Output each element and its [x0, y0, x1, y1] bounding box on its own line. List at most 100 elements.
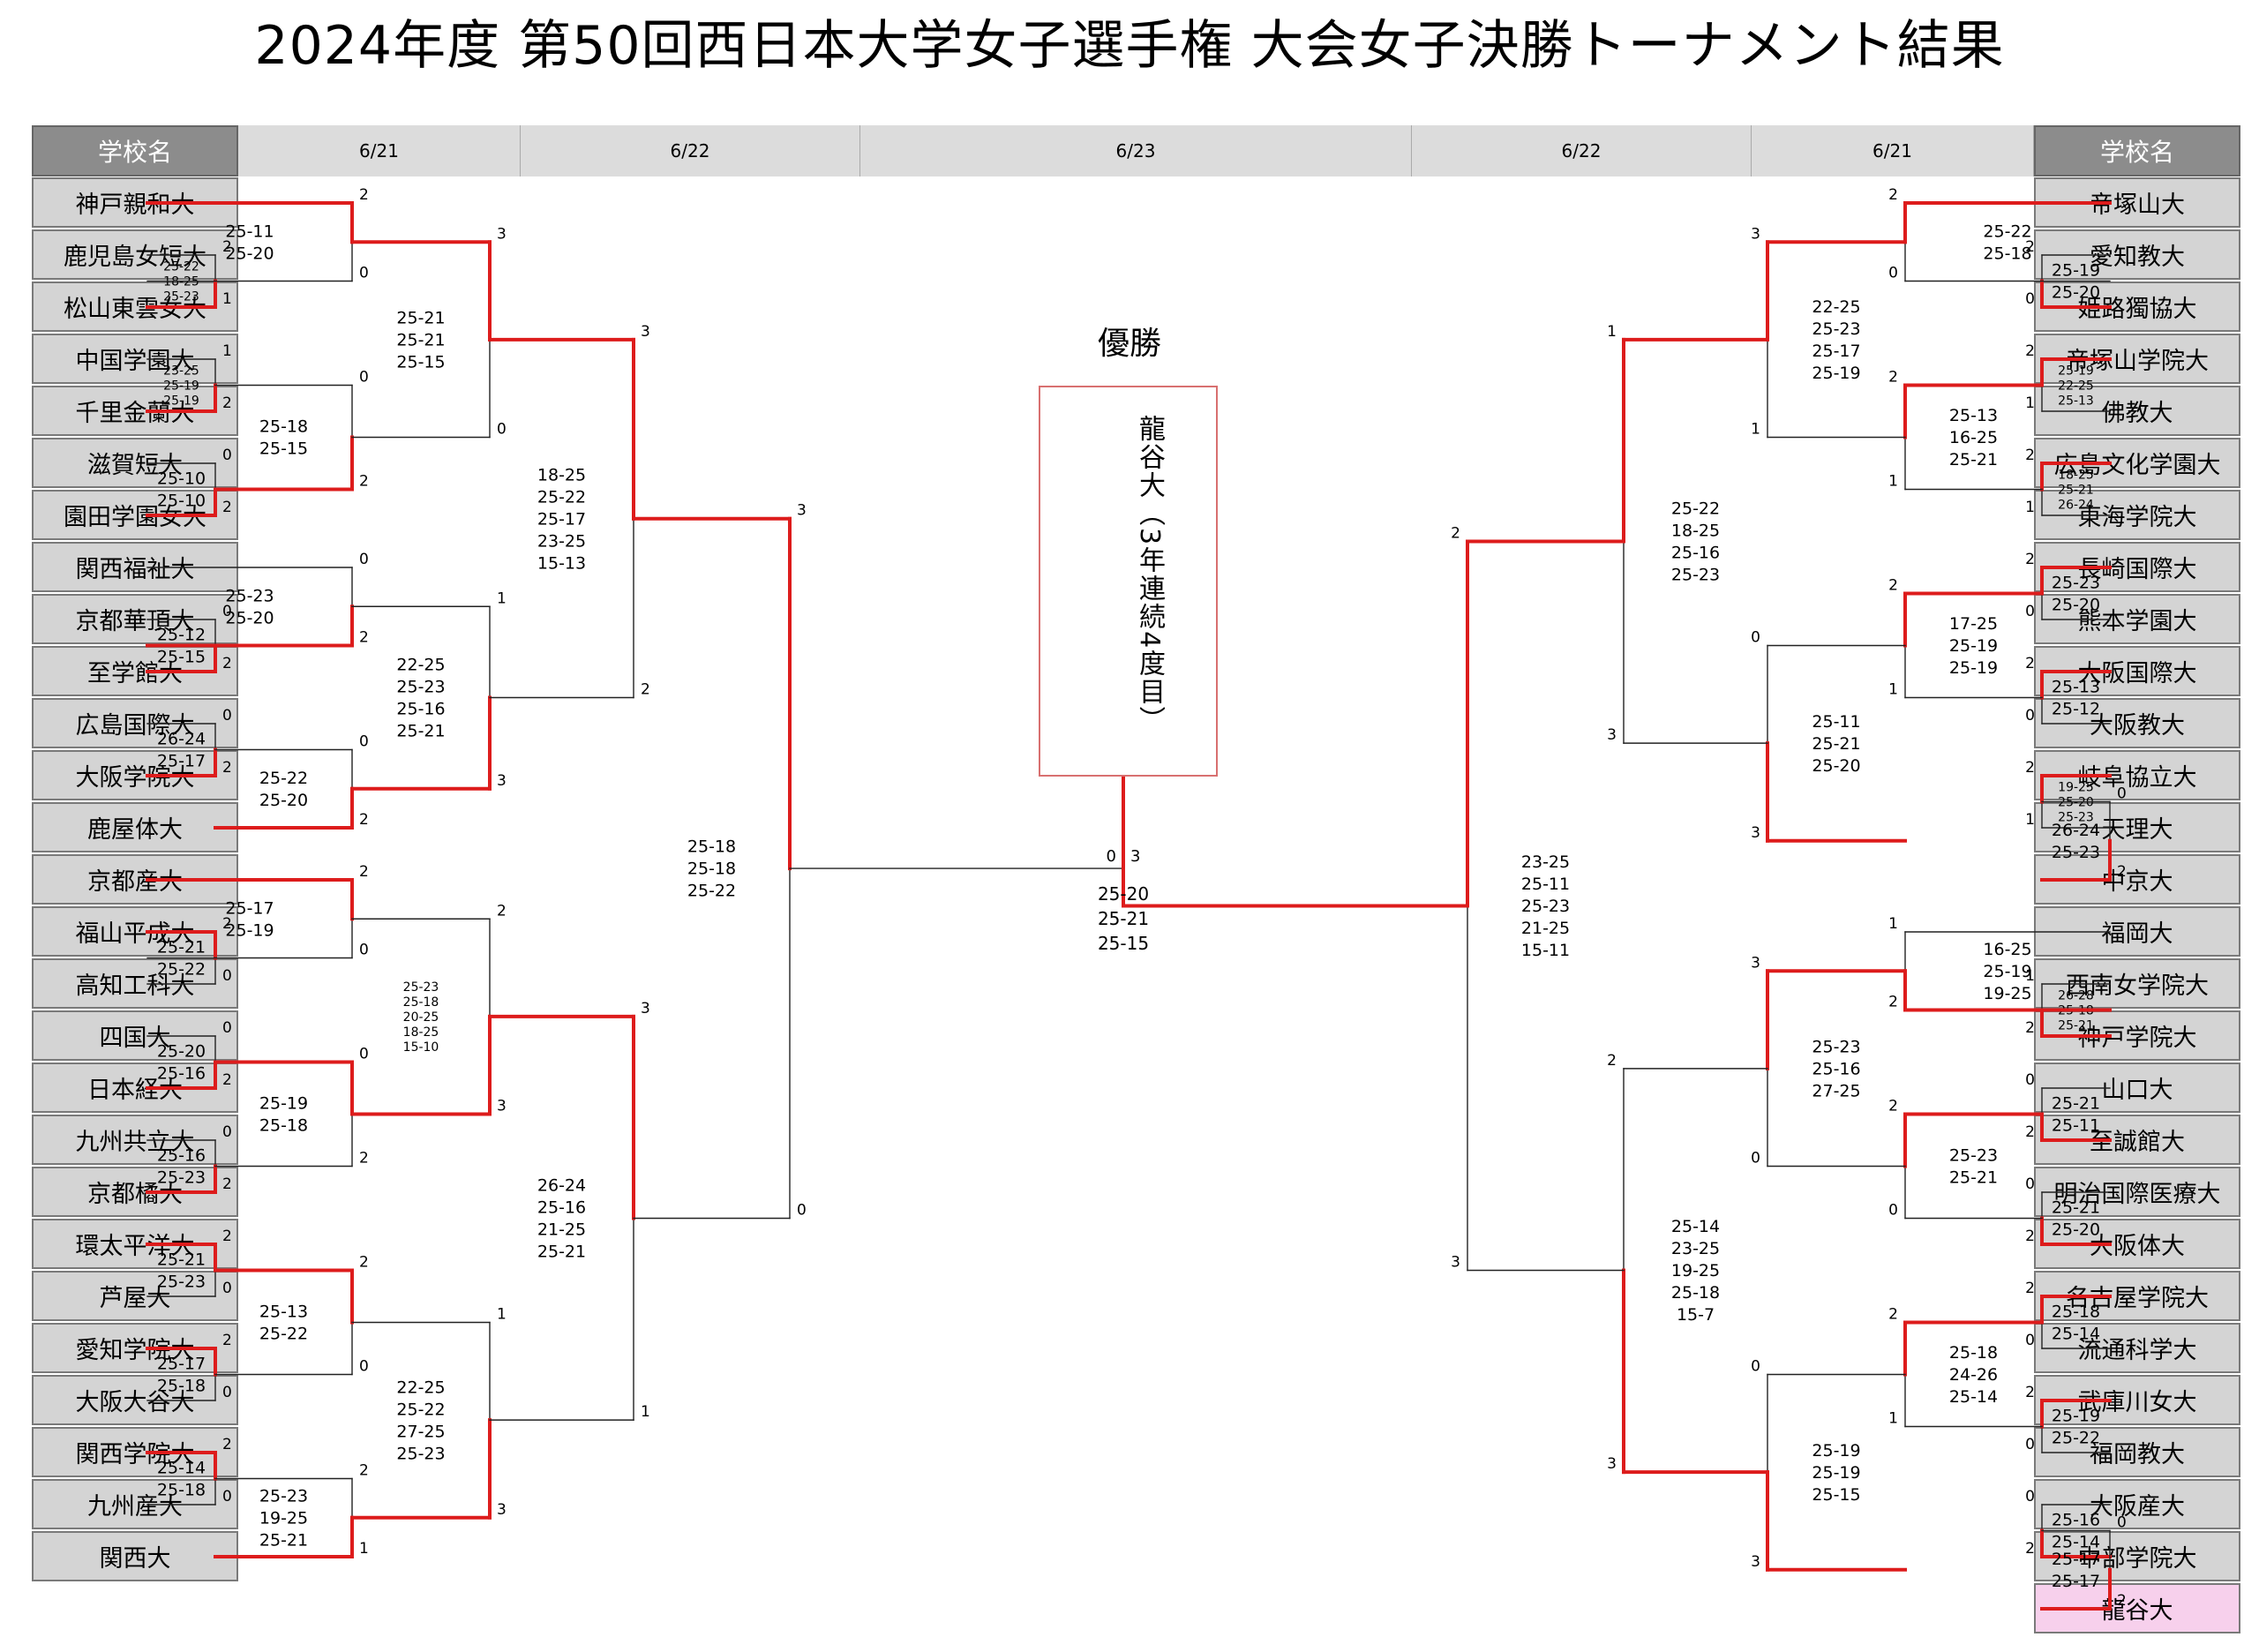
left-team-3: 松山東雲女大: [32, 282, 238, 332]
right-match-20-score-a: 0: [2117, 1514, 2127, 1532]
left-match-13-score-b: 2: [359, 473, 369, 491]
left-match-17-score-a: 0: [359, 1046, 369, 1063]
left-match-6-set-2: 25-22: [157, 960, 206, 980]
right-match-3-set-1: 18-25: [2058, 468, 2094, 482]
right-match-20-set-2: 25-17: [2052, 1572, 2100, 1591]
right-match-5-set-2: 25-12: [2052, 700, 2100, 719]
left-match-22-set-4: 18-25: [403, 1025, 439, 1040]
right-match-12-set-1: 25-16: [2052, 1511, 2100, 1530]
right-match-9-score-b: 2: [2025, 1228, 2035, 1245]
left-match-8-score-b: 2: [222, 1175, 232, 1193]
left-match-1-score-b: 1: [222, 290, 232, 308]
right-match-4-score-b: 0: [2025, 603, 2035, 620]
left-match-9-set-2: 25-23: [157, 1273, 206, 1292]
left-match-17-set-2: 25-18: [259, 1116, 308, 1136]
left-match-7-score-b: 2: [222, 1071, 232, 1089]
left-match-21-set-2: 25-23: [396, 678, 445, 697]
right-match-1-set-1: 25-19: [2052, 261, 2100, 281]
right-match-2-set-1: 25-19: [2058, 364, 2094, 378]
right-match-10-score-b: 0: [2025, 1332, 2035, 1349]
left-match-23-score-a: 1: [497, 1306, 507, 1324]
right-match-23-set-3: 27-25: [1812, 1082, 1860, 1101]
right-match-11-set-2: 25-22: [2052, 1429, 2100, 1448]
left-match-14-set-1: 25-23: [225, 586, 274, 605]
left-match-9-set-1: 25-21: [157, 1250, 206, 1270]
right-team-9: 熊本学園大: [2034, 594, 2240, 644]
left-match-22-set-5: 15-10: [403, 1040, 439, 1055]
left-match-4-set-2: 25-15: [157, 648, 206, 667]
champion-text: 龍谷大（3年連続4度目）: [1134, 415, 1165, 735]
left-team-6: 滋賀短大: [32, 438, 238, 488]
right-match-27-set-3: 25-23: [1521, 897, 1570, 916]
left-match-21-score-b: 3: [497, 772, 507, 790]
left-match-15-score-b: 2: [359, 811, 369, 829]
right-match-19-set-3: 25-14: [1949, 1387, 1998, 1407]
left-match-13-score-a: 0: [359, 369, 369, 387]
right-match-16-score-a: 0: [2117, 785, 2127, 803]
right-match-14-set-1: 25-13: [1949, 406, 1998, 425]
left-match-25-set-3: 21-25: [537, 1220, 586, 1240]
right-match-25-score-a: 1: [1607, 323, 1617, 341]
right-match-3-set-3: 26-24: [2058, 498, 2094, 512]
left-match-18-score-a: 2: [359, 1254, 369, 1272]
left-match-5-set-1: 26-24: [157, 730, 206, 749]
left-match-11-score-b: 0: [222, 1488, 232, 1506]
right-team-7: 東海学院大: [2034, 490, 2240, 540]
school-header-right: 学校名: [2034, 125, 2240, 176]
left-match-3-score-a: 0: [222, 447, 232, 464]
right-match-20-set-1: 25-17: [2052, 1550, 2100, 1569]
right-match-12-score-b: 2: [2025, 1540, 2035, 1558]
final-right-score: 3: [1130, 847, 1140, 866]
left-match-3-set-1: 25-10: [157, 469, 206, 489]
left-match-7-set-2: 25-16: [157, 1064, 206, 1084]
left-match-10-score-b: 0: [222, 1384, 232, 1401]
right-match-12-set-2: 25-14: [2052, 1533, 2100, 1552]
right-match-16-score-b: 2: [2117, 863, 2127, 881]
right-match-4-set-1: 25-23: [2052, 574, 2100, 593]
right-match-14-score-b: 1: [1888, 473, 1898, 491]
left-match-22-set-3: 20-25: [403, 1010, 439, 1025]
final-set-3: 25-15: [1098, 933, 1149, 954]
right-match-24-set-3: 25-15: [1812, 1485, 1860, 1505]
left-match-1-score-a: 2: [222, 238, 232, 256]
right-match-22-set-1: 25-11: [1812, 712, 1860, 732]
left-match-11-set-2: 25-18: [157, 1481, 206, 1500]
left-match-2-score-b: 2: [222, 394, 232, 412]
left-match-23-score-b: 3: [497, 1501, 507, 1519]
left-match-21-score-a: 1: [497, 589, 507, 607]
right-match-26-set-2: 23-25: [1671, 1239, 1720, 1258]
left-match-25-set-4: 25-21: [537, 1243, 586, 1262]
right-match-2-set-3: 25-13: [2058, 394, 2094, 408]
right-match-10-score-a: 2: [2025, 1280, 2035, 1297]
right-match-17-score-a: 1: [1888, 915, 1898, 933]
right-match-27-set-2: 25-11: [1521, 875, 1570, 894]
right-match-13-set-1: 25-22: [1983, 222, 2031, 241]
right-match-22-set-2: 25-21: [1812, 734, 1860, 754]
left-match-3-score-b: 2: [222, 499, 232, 516]
left-team-9: 京都華頂大: [32, 594, 238, 644]
right-match-13-set-2: 25-18: [1983, 244, 2031, 263]
left-match-19-score-a: 2: [359, 1462, 369, 1480]
left-match-10-set-2: 25-18: [157, 1377, 206, 1396]
left-match-9-score-b: 0: [222, 1280, 232, 1297]
left-match-12-score-a: 2: [359, 186, 369, 204]
left-match-5-score-b: 2: [222, 759, 232, 777]
right-match-5-score-a: 2: [2025, 655, 2035, 672]
right-match-25-set-3: 25-16: [1671, 544, 1720, 563]
right-match-6-set-1: 19-25: [2058, 780, 2094, 794]
left-match-15-score-a: 0: [359, 733, 369, 751]
right-match-17-set-1: 16-25: [1983, 940, 2031, 959]
right-match-7-set-3: 25-21: [2058, 1018, 2094, 1032]
left-match-21-set-3: 25-16: [396, 700, 445, 719]
champion-label: 優勝: [1097, 326, 1161, 362]
left-match-22-set-2: 25-18: [403, 995, 439, 1010]
right-team-2: 愛知教大: [2034, 229, 2240, 280]
left-match-24-score-b: 2: [641, 681, 650, 699]
left-match-16-score-a: 2: [359, 863, 369, 881]
left-match-26-set-2: 25-18: [687, 860, 736, 879]
left-match-24-set-4: 23-25: [537, 531, 586, 551]
left-match-26-set-1: 25-18: [687, 837, 736, 857]
right-match-10-set-1: 25-18: [2052, 1303, 2100, 1322]
left-match-1-set-1: 25-22: [163, 259, 199, 274]
